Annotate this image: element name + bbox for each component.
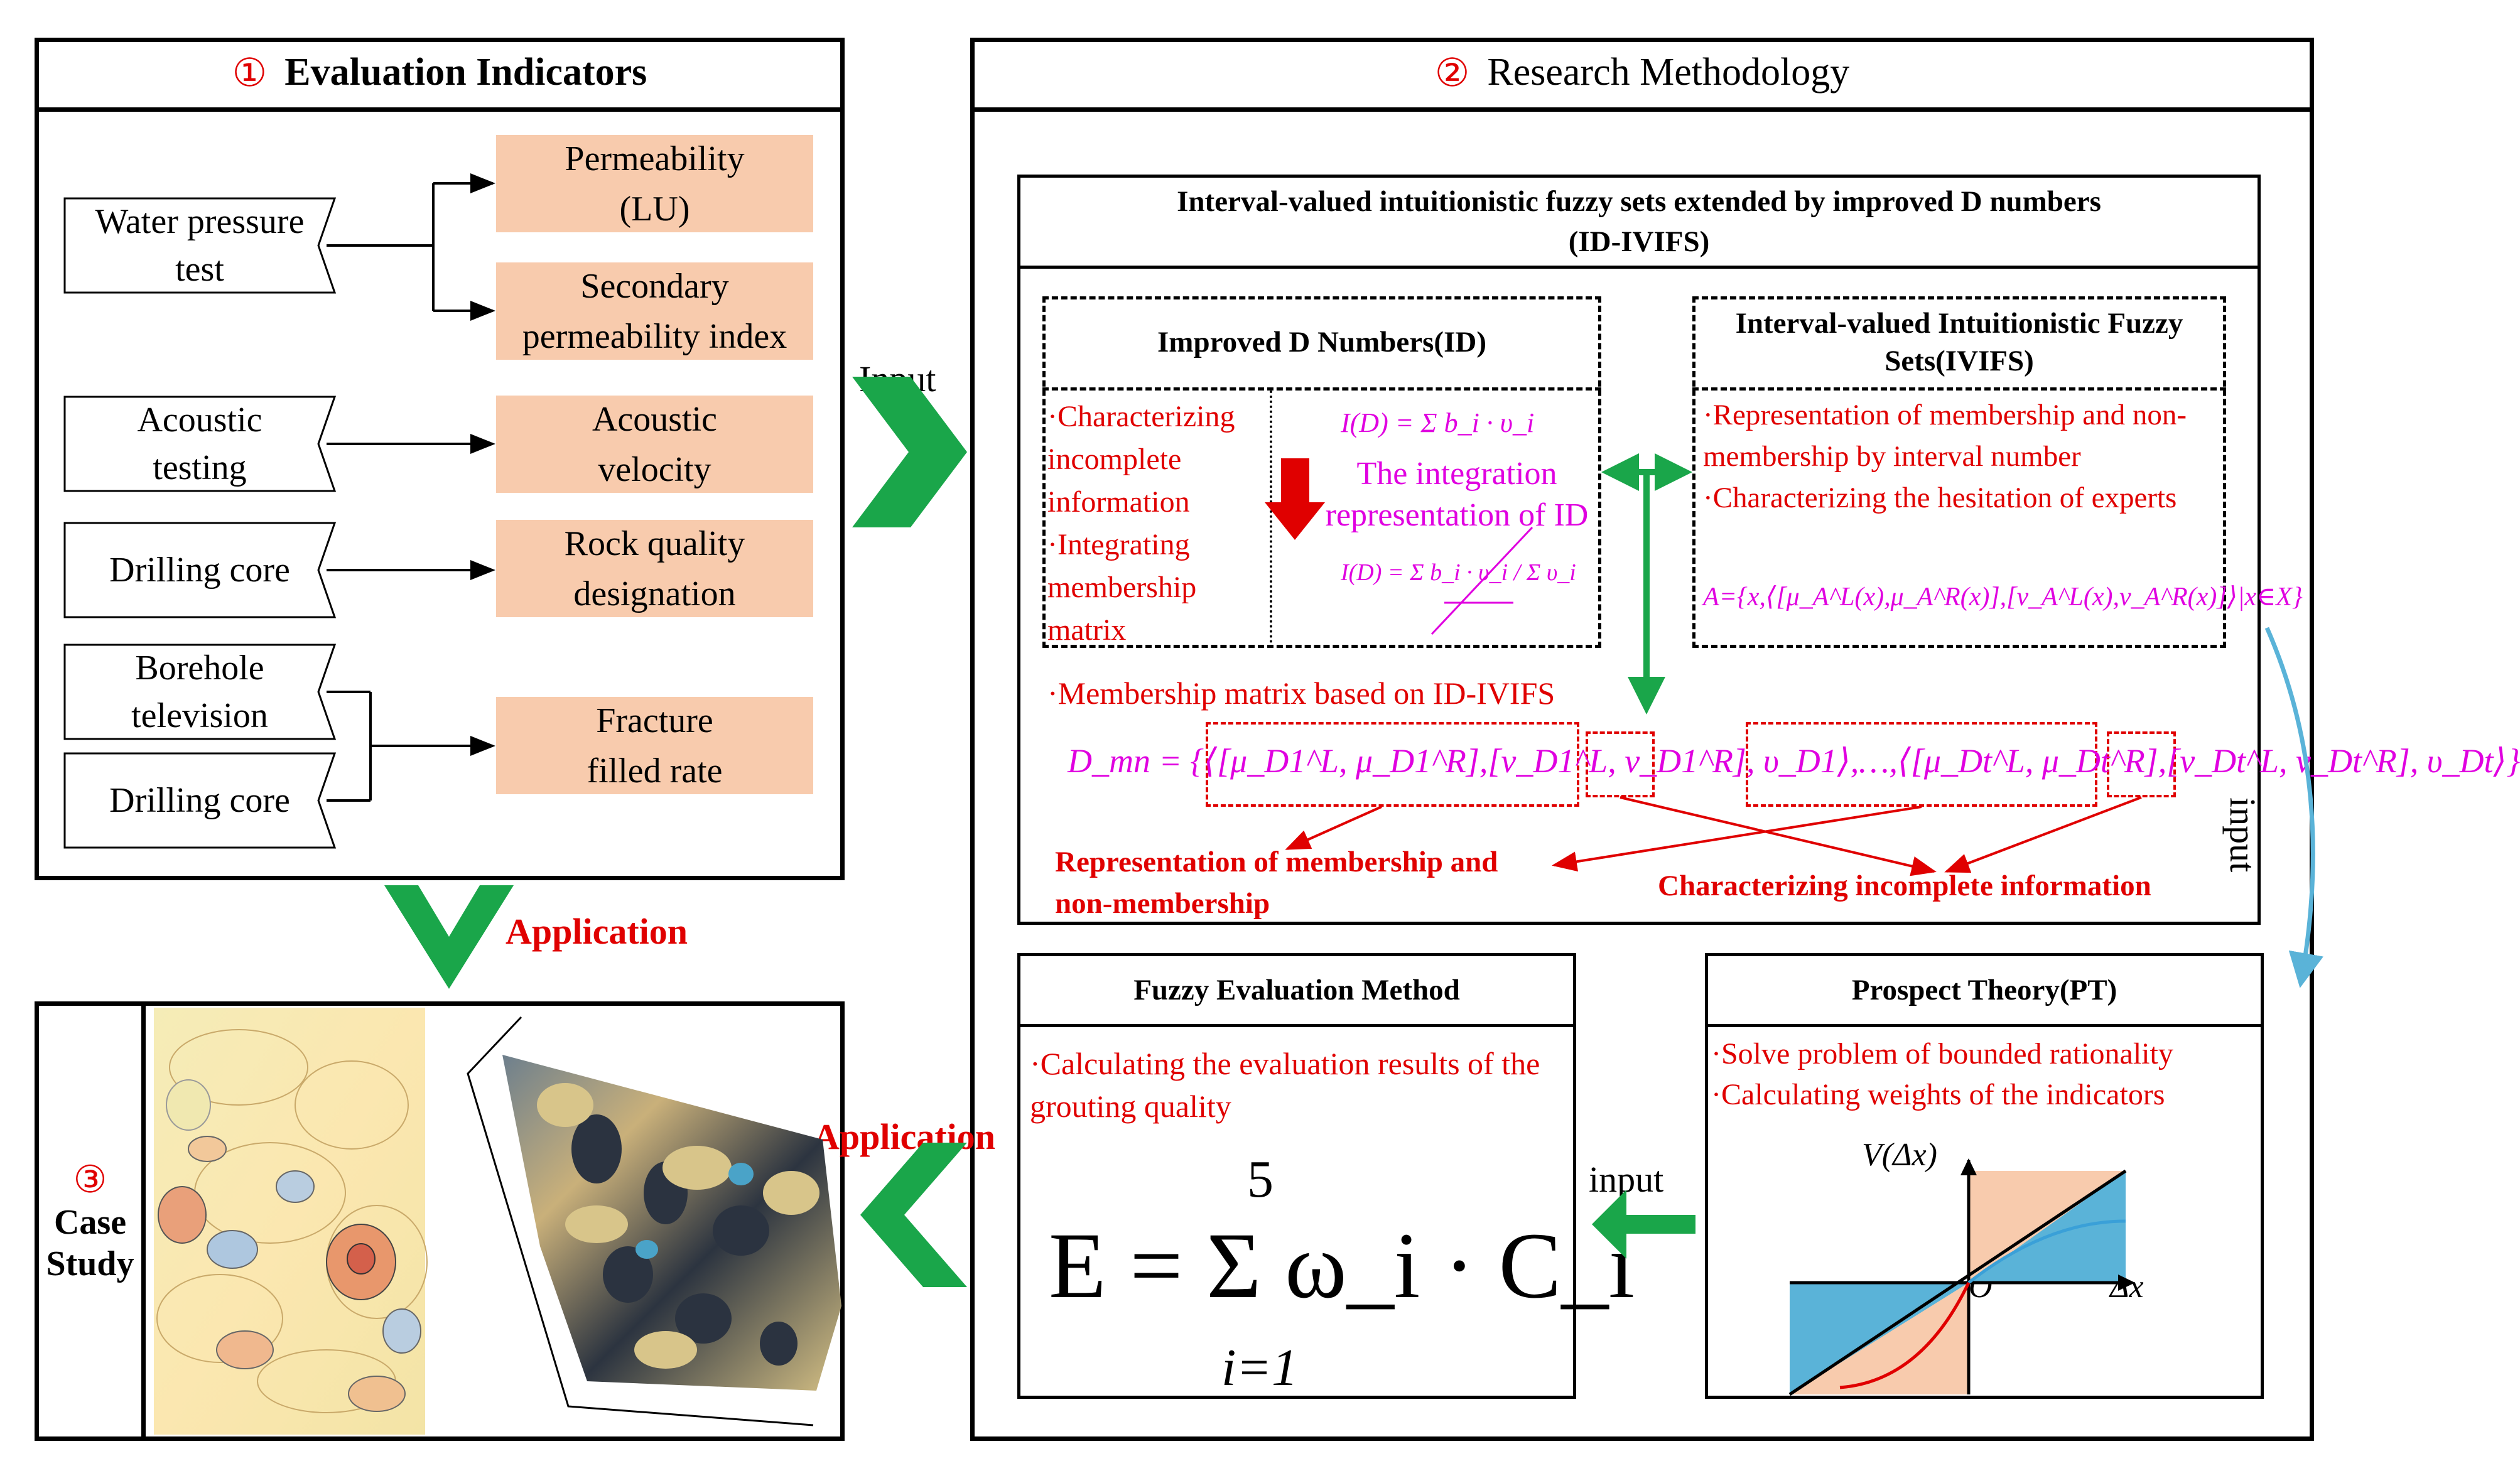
application-label-1: Application bbox=[506, 911, 688, 952]
panel1-title: ① Evaluation Indicators bbox=[35, 38, 845, 112]
diagram: ① Evaluation Indicators Water pressure t… bbox=[35, 38, 2520, 1441]
id-box-title: Improved D Numbers(ID) bbox=[1042, 296, 1601, 391]
matrix-group-dt bbox=[1746, 722, 2097, 807]
ivifs-box bbox=[1692, 296, 2226, 648]
fuzzy-sum-top: 5 bbox=[1247, 1150, 1274, 1209]
source-drilling-core-1: Drilling core bbox=[65, 523, 335, 617]
fuzzy-formula: E = Σ ω_i · C_i bbox=[1049, 1214, 1635, 1318]
indicator-permeability: Permeability (LU) bbox=[496, 135, 813, 232]
indicator-acoustic-velocity: Acoustic velocity bbox=[496, 396, 813, 493]
panel2-number: ② bbox=[1434, 51, 1470, 95]
panel1-number: ① bbox=[232, 51, 268, 95]
id-integration-text: The integration representation of ID bbox=[1325, 456, 1589, 533]
source-outlines bbox=[63, 197, 337, 849]
matrix-upsilon-dt bbox=[2107, 731, 2176, 797]
matrix-connectors bbox=[1285, 796, 2142, 876]
panel-research-methodology bbox=[970, 38, 2314, 1441]
application-label-2: Application bbox=[813, 1116, 996, 1157]
panel-case-study bbox=[35, 1001, 845, 1441]
panel1-connectors bbox=[327, 173, 495, 802]
panel2-title-text: Research Methodology bbox=[1487, 51, 1850, 94]
chevron-left-application bbox=[860, 1143, 967, 1287]
ivifs-formula: A={x,⟨[μ_A^L(x),μ_A^R(x)],[ν_A^L(x),ν_A^… bbox=[1703, 583, 2303, 612]
id-divider bbox=[1270, 391, 1272, 648]
blue-curved-arrow bbox=[2264, 627, 2323, 988]
pt-bullet-2: ·Calculating weights of the indicators bbox=[1711, 1078, 2165, 1111]
fuzzy-title: Fuzzy Evaluation Method bbox=[1017, 953, 1576, 1027]
source-water-pressure-test: Water pressure test bbox=[65, 198, 335, 293]
graphics-layer bbox=[63, 173, 2323, 1435]
panel1-title-text: Evaluation Indicators bbox=[284, 51, 647, 94]
pt-title: Prospect Theory(PT) bbox=[1705, 953, 2264, 1027]
chevron-right-input bbox=[852, 377, 967, 527]
green-arrow-input bbox=[1592, 1190, 1695, 1259]
id-box bbox=[1042, 296, 1601, 648]
red-down-arrow bbox=[1265, 458, 1325, 540]
case-title: Case Study bbox=[46, 1203, 134, 1283]
pt-graph bbox=[1788, 1158, 2135, 1396]
pt-bullet-1: ·Solve problem of bounded rationality bbox=[1711, 1037, 2173, 1070]
matrix-char-label: Characterizing incomplete information bbox=[1658, 870, 2151, 902]
pt-ylabel: V(Δx) bbox=[1862, 1137, 1937, 1173]
panel-evaluation-indicators bbox=[35, 38, 845, 880]
ivifs-bullet-1: ·Representation of membership and non-me… bbox=[1703, 399, 2187, 473]
id-formula-1: I(D) = Σ b_i · υ_i bbox=[1341, 407, 1535, 438]
indicator-secondary-permeability: Secondary permeability index bbox=[496, 262, 813, 360]
panel2-title: ② Research Methodology bbox=[970, 38, 2314, 112]
matrix-group-d1 bbox=[1206, 722, 1579, 807]
surface-plot bbox=[467, 1016, 841, 1426]
source-drilling-core-2: Drilling core bbox=[65, 753, 335, 848]
id-formula-2: I(D) = Σ b_i · υ_i / Σ υ_i bbox=[1341, 559, 1576, 586]
case-number: ③ bbox=[73, 1159, 107, 1200]
id-bullets: ·Characterizing incomplete information ·… bbox=[1047, 400, 1235, 647]
source-borehole-television: Borehole television bbox=[65, 645, 335, 739]
fuzzy-sum-bottom: i=1 bbox=[1221, 1339, 1299, 1397]
source-acoustic-testing: Acoustic testing bbox=[65, 397, 335, 491]
case-study-label: ③ Case Study bbox=[39, 1006, 146, 1436]
contour-map bbox=[154, 1008, 428, 1435]
idivifs-title: Interval-valued intuitionistic fuzzy set… bbox=[1017, 175, 2261, 269]
ivifs-box-title: Interval-valued Intuitionistic Fuzzy Set… bbox=[1692, 296, 2226, 391]
chevron-down-application bbox=[384, 885, 514, 989]
matrix-label: ·Membership matrix based on ID-IVIFS bbox=[1047, 676, 1555, 711]
green-double-arrows bbox=[1601, 453, 1692, 714]
matrix-rep-label: Representation of membership and non-mem… bbox=[1055, 846, 1498, 920]
matrix-upsilon-d1 bbox=[1586, 731, 1655, 797]
green-chevrons bbox=[384, 377, 967, 1287]
indicator-rock-quality: Rock quality designation bbox=[496, 520, 813, 617]
fuzzy-text: ·Calculating the evaluation results of t… bbox=[1030, 1046, 1540, 1124]
indicator-fracture-filled-rate: Fracture filled rate bbox=[496, 697, 813, 794]
ivifs-bullet-2: ·Characterizing the hesitation of expert… bbox=[1703, 482, 2177, 514]
